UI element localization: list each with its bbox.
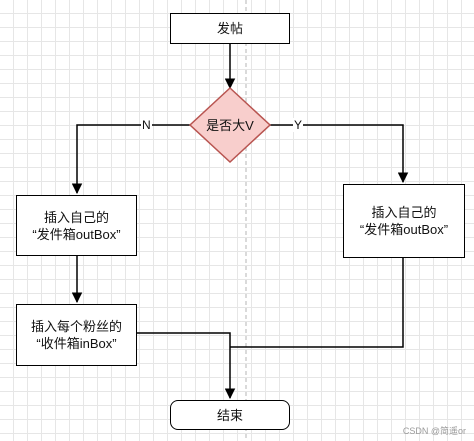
start-node-label: 发帖 [216,21,243,36]
insert-own-outbox-node: 插入自己的 “发件箱outBox” [16,195,137,256]
insert-own-outbox-line1: 插入自己的 [43,209,109,225]
start-node: 发帖 [170,13,290,44]
edge-fans-to-end [137,332,236,400]
insert-fans-inbox-line2: “收件箱inBox” [36,336,117,351]
edge-label-no: N [141,118,152,132]
insert-own-outbox-yes-node: 插入自己的 “发件箱outBox” [343,184,465,258]
insert-own-outbox-line2: “发件箱outBox” [32,226,121,242]
insert-own-outbox-yes-line1: 插入自己的 [371,205,437,220]
edge-decision-no [71,124,190,195]
decision-node-label-box: 是否大V [190,113,270,137]
insert-fans-inbox-line1: 插入每个粉丝的 [30,319,122,334]
edge-yes-box-to-end [230,258,404,348]
decision-node-label: 是否大V [206,117,254,133]
edge-label-yes: Y [293,118,304,132]
edge-decision-yes [270,124,409,184]
decision-diamond [188,86,272,164]
end-node-label: 结束 [216,407,243,423]
end-node: 结束 [170,400,290,430]
insert-fans-inbox-node: 插入每个粉丝的 “收件箱inBox” [16,304,137,366]
watermark: CSDN @简遥or [402,426,466,436]
insert-own-outbox-yes-line2: “发件箱outBox” [359,222,449,237]
